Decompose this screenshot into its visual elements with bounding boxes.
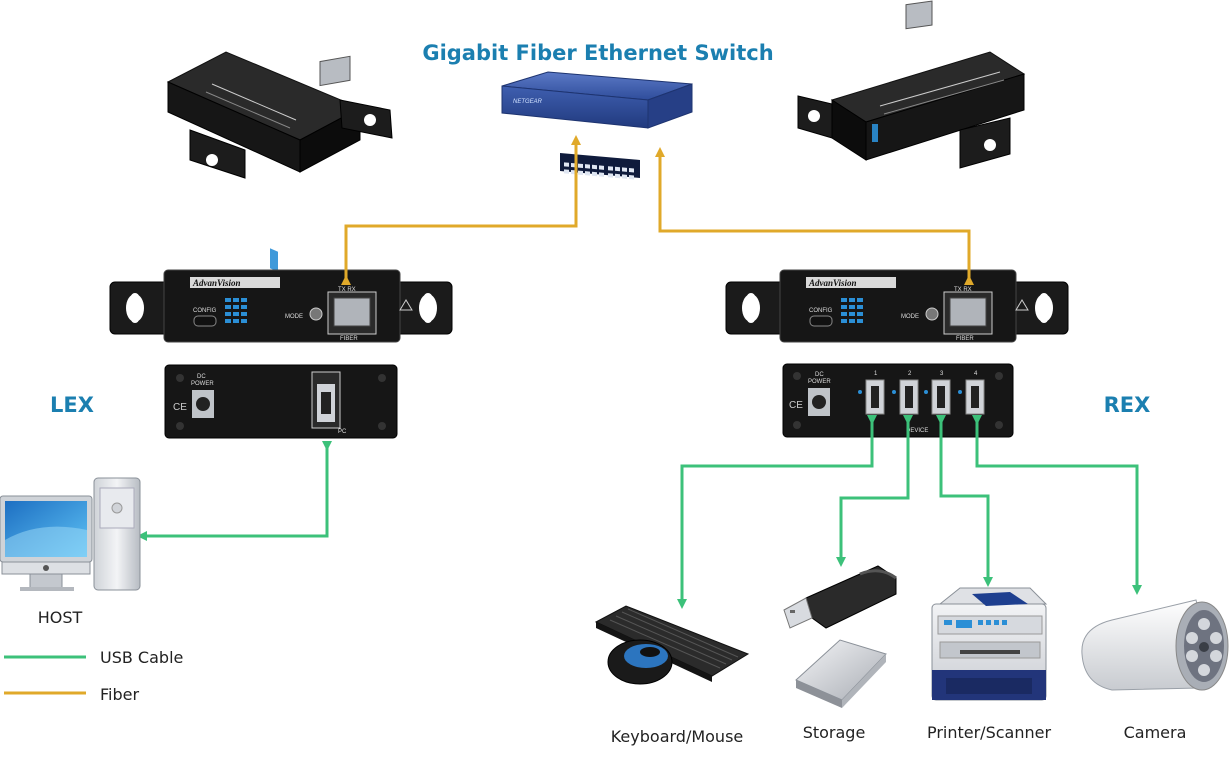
lex-panel-txrx-label: TX RX — [338, 287, 356, 293]
lex-rear-power-label: POWER — [191, 381, 214, 387]
rex-port-4-label: 4 — [974, 371, 978, 377]
lex-rear-panel: DC POWER CE PC — [164, 364, 398, 439]
usb-link-camera — [972, 415, 1142, 595]
rex-unit-isometric-icon — [797, 0, 1026, 169]
fiber-connections — [341, 135, 974, 285]
rex-rear-power-label: POWER — [808, 379, 831, 385]
svg-text:CE: CE — [173, 402, 187, 413]
host-computer-icon — [0, 477, 141, 591]
printer-scanner-icon — [931, 587, 1048, 701]
usb-link-printer — [936, 415, 993, 587]
security-camera-icon — [1081, 599, 1229, 691]
rex-front-panel: AdvanVision CONFIG MODE TX RX FIBER — [725, 269, 1069, 343]
lex-rear-dc-label: DC — [197, 374, 206, 380]
rex-panel-fiber-label: FIBER — [956, 336, 974, 342]
usb-link-storage — [836, 415, 913, 567]
lex-panel-fiber-label: FIBER — [340, 336, 358, 342]
rex-panel-mode-label: MODE — [901, 314, 919, 320]
keyboard-mouse-icon — [594, 605, 750, 685]
lex-rear-pc-label: PC — [338, 429, 347, 435]
rex-port-1-label: 1 — [874, 371, 878, 377]
lex-panel-mode-label: MODE — [285, 314, 303, 320]
keyboard-mouse-label: Keyboard/Mouse — [611, 727, 744, 746]
storage-label: Storage — [803, 723, 866, 742]
printer-scanner-label: Printer/Scanner — [927, 723, 1052, 742]
rex-panel-brand: AdvanVision — [808, 278, 857, 288]
rex-label: REX — [1104, 393, 1151, 417]
svg-text:CE: CE — [789, 400, 803, 411]
switch-brand: NETGEAR — [513, 99, 543, 105]
rex-panel-config-label: CONFIG — [809, 308, 833, 314]
fiber-link-rex — [655, 147, 974, 285]
ethernet-switch-icon: NETGEAR — [501, 71, 693, 180]
rex-rear-dc-label: DC — [815, 372, 824, 378]
rex-rear-device-label: DEVICE — [906, 428, 928, 434]
rex-panel-txrx-label: TX RX — [954, 287, 972, 293]
host-label: HOST — [38, 608, 83, 627]
diagram-title: Gigabit Fiber Ethernet Switch — [422, 41, 773, 65]
external-drive-icon — [795, 639, 887, 708]
usb-link-keyboard — [677, 415, 877, 609]
camera-label: Camera — [1124, 723, 1187, 742]
legend-usb-label: USB Cable — [100, 648, 183, 667]
legend: USB Cable Fiber — [4, 648, 183, 704]
usb-flash-drive-icon — [783, 565, 897, 629]
fiber-link-lex — [341, 135, 581, 285]
usb-link-host — [137, 441, 332, 541]
usb-connections — [137, 415, 1142, 609]
lex-panel-brand: AdvanVision — [192, 278, 241, 288]
lex-unit-isometric-icon — [166, 51, 393, 272]
legend-fiber-label: Fiber — [100, 685, 139, 704]
lex-label: LEX — [50, 393, 94, 417]
lex-panel-config-label: CONFIG — [193, 308, 217, 314]
rex-port-2-label: 2 — [908, 371, 912, 377]
rex-port-3-label: 3 — [940, 371, 944, 377]
lex-front-panel: AdvanVision CONFIG MODE TX RX FIBER — [109, 269, 453, 343]
